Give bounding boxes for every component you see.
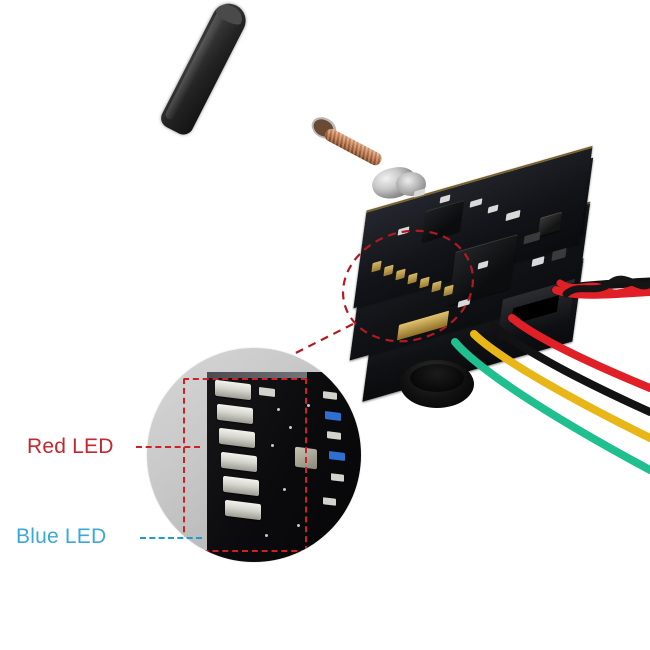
solder-dot — [265, 534, 268, 537]
antenna-copper-core — [322, 126, 384, 168]
magnified-pcb-top-edge — [207, 372, 307, 378]
red-led-leader-line — [136, 446, 200, 448]
blue-led-label: Blue LED — [16, 525, 107, 548]
red-led-label: Red LED — [27, 435, 114, 458]
solder-dot — [297, 524, 300, 527]
blue-led-leader-line — [140, 537, 202, 539]
camera-lens-ring — [410, 364, 464, 392]
red-led-highlight-box — [183, 378, 307, 552]
solder-dot — [289, 426, 292, 429]
magnified-smd — [331, 473, 344, 482]
magnified-smd — [323, 497, 336, 506]
solder-dot — [283, 488, 286, 491]
magnified-detail-circle — [147, 348, 361, 562]
solder-dot — [271, 444, 274, 447]
solder-dot — [307, 404, 310, 407]
solder-dot — [277, 408, 280, 411]
